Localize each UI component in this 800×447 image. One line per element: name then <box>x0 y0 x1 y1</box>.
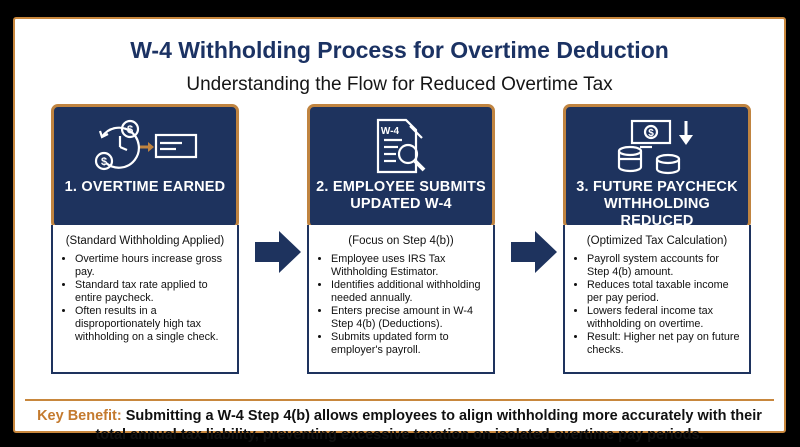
step-2-note: (Focus on Step 4(b)) <box>348 235 454 247</box>
list-item: Reduces total taxable income per pay per… <box>587 279 743 305</box>
step-1-note: (Standard Withholding Applied) <box>65 235 225 247</box>
step-2-label: 2. EMPLOYEE SUBMITS UPDATED W-4 <box>316 179 486 212</box>
cash-coins-down-arrow-icon: $ <box>566 115 748 177</box>
flow-arrow-1 <box>255 231 301 273</box>
diagram-frame: W-4 Withholding Process for Overtime Ded… <box>13 17 786 443</box>
key-benefit: Key Benefit: Submitting a W-4 Step 4(b) … <box>25 399 774 445</box>
step-1-label: 1. OVERTIME EARNED <box>64 179 226 195</box>
list-item: Employee uses IRS Tax Withholding Estima… <box>331 253 487 279</box>
step-1-bullets: Overtime hours increase gross pay. Stand… <box>53 253 237 344</box>
step-1-details: (Standard Withholding Applied) Overtime … <box>51 225 239 374</box>
key-benefit-label: Key Benefit: <box>37 408 122 424</box>
list-item: Enters precise amount in W-4 Step 4(b) (… <box>331 305 487 331</box>
key-benefit-text: Submitting a W-4 Step 4(b) allows employ… <box>95 408 762 443</box>
step-2-bullets: Employee uses IRS Tax Withholding Estima… <box>309 253 493 357</box>
list-item: Standard tax rate applied to entire payc… <box>75 279 231 305</box>
list-item: Submits updated form to employer's payro… <box>331 331 487 357</box>
list-item: Often results in a disproportionately hi… <box>75 305 231 344</box>
svg-text:$: $ <box>648 128 654 139</box>
list-item: Payroll system accounts for Step 4(b) am… <box>587 253 743 279</box>
list-item: Overtime hours increase gross pay. <box>75 253 231 279</box>
step-2-header: W-4 2. EMPLOYEE SUBMITS UPDATED W-4 <box>307 104 495 229</box>
svg-text:$: $ <box>101 156 107 168</box>
step-2-details: (Focus on Step 4(b)) Employee uses IRS T… <box>307 225 495 374</box>
step-3-note: (Optimized Tax Calculation) <box>586 235 728 247</box>
list-item: Result: Higher net pay on future checks. <box>587 331 743 357</box>
step-3-bullets: Payroll system accounts for Step 4(b) am… <box>565 253 749 357</box>
step-3-details: (Optimized Tax Calculation) Payroll syst… <box>563 225 751 374</box>
page-title: W-4 Withholding Process for Overtime Ded… <box>130 37 669 63</box>
clock-money-check-icon: $ $ <box>54 115 236 177</box>
flow-arrow-2 <box>511 231 557 273</box>
step-1-header: $ $ 1. OVERTIME EARNED <box>51 104 239 229</box>
w4-form-magnifier-icon: W-4 <box>310 115 492 177</box>
list-item: Lowers federal income tax withholding on… <box>587 305 743 331</box>
page-subtitle: Understanding the Flow for Reduced Overt… <box>186 74 613 95</box>
step-3-label: 3. FUTURE PAYCHECK WITHHOLDING REDUCED <box>576 179 738 229</box>
list-item: Identifies additional withholding needed… <box>331 279 487 305</box>
svg-text:W-4: W-4 <box>381 126 400 137</box>
step-3-header: $ 3. FUTURE PAYCHECK WITHHOLDING REDUCED <box>563 104 751 229</box>
svg-text:$: $ <box>127 124 133 136</box>
